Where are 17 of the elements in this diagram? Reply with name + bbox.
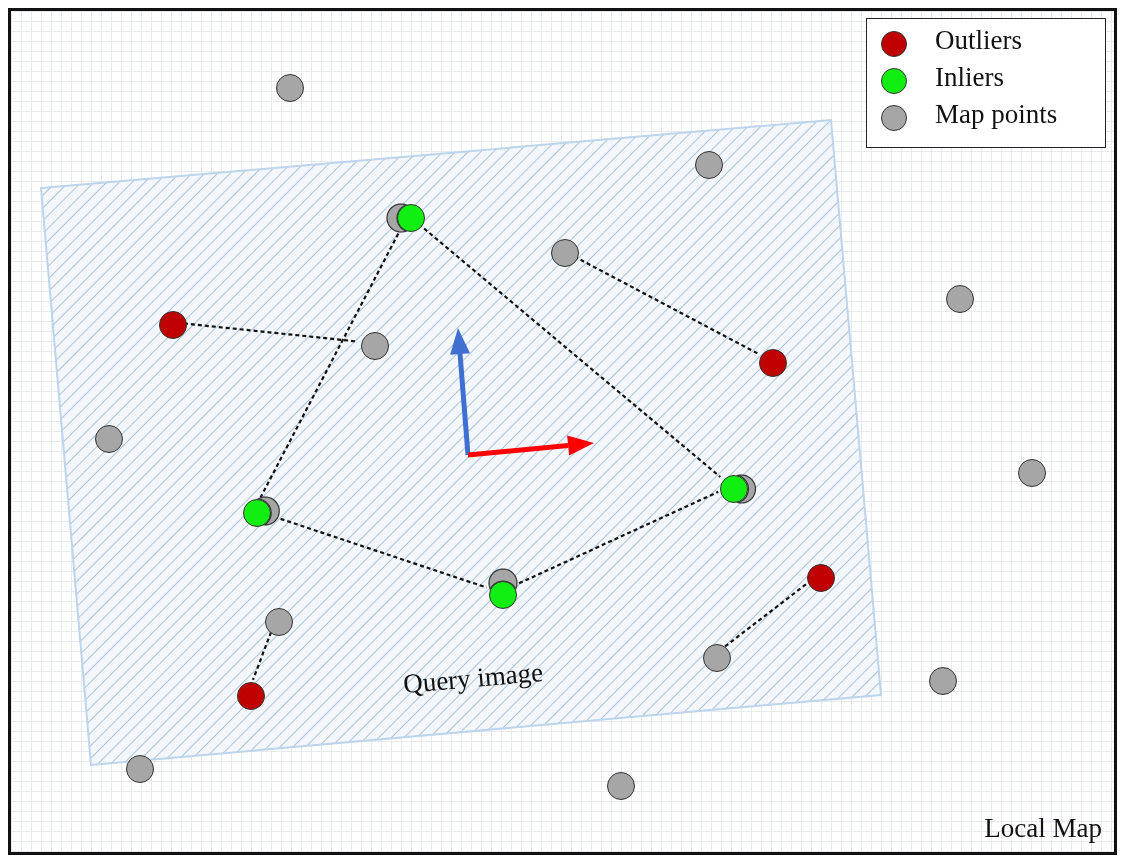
map-point [489, 569, 517, 589]
legend-label: Inliers [935, 62, 1004, 93]
legend-label: Outliers [935, 25, 1022, 56]
map-point [929, 667, 957, 695]
map-point [126, 755, 154, 783]
connector-line [724, 582, 808, 648]
map-point [946, 285, 974, 313]
legend-label: Map points [935, 99, 1058, 130]
frame-label: Local Map [984, 813, 1102, 844]
map-point [607, 772, 635, 800]
map-point [737, 475, 755, 503]
map-point [1018, 459, 1046, 487]
map-point [276, 74, 304, 102]
map-point [387, 204, 406, 232]
map-frame [8, 8, 1117, 855]
map-point [257, 497, 279, 525]
image-label: Query image [401, 656, 545, 701]
